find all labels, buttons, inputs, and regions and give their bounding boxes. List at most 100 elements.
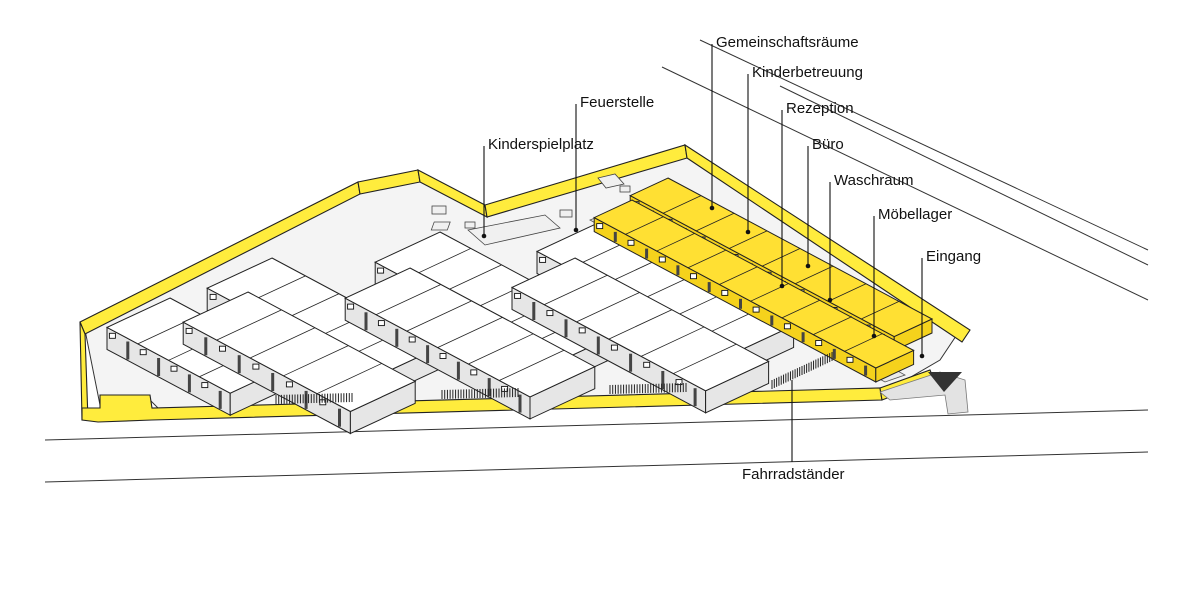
label-waschraum: Waschraum <box>834 172 914 189</box>
building-window <box>201 382 209 389</box>
building-window <box>690 273 697 280</box>
building-window <box>185 327 193 334</box>
building-door <box>157 358 161 376</box>
roof-seam <box>813 316 852 335</box>
building-window <box>377 267 385 274</box>
building-door <box>187 374 191 393</box>
building-door <box>629 353 633 372</box>
building-window <box>408 336 416 343</box>
roof-seam <box>468 333 534 365</box>
housing-row <box>182 291 417 435</box>
label-gemeinschaftsraeume: Gemeinschaftsräume <box>716 34 859 51</box>
roof-seam <box>861 301 900 320</box>
roof-seam <box>406 300 472 332</box>
label-feuerstelle: Feuerstelle <box>580 94 655 111</box>
roof-seam <box>316 363 382 395</box>
roof-seam <box>576 292 640 323</box>
building-door <box>518 394 522 413</box>
building-roof <box>182 291 417 413</box>
roof-seam <box>729 230 768 249</box>
roof-seam <box>544 274 608 305</box>
building-window <box>252 363 260 370</box>
roof-seam <box>828 283 867 302</box>
building-door <box>739 298 742 309</box>
building-door <box>204 337 208 356</box>
building-window <box>546 310 554 317</box>
roof-seam <box>762 248 801 267</box>
building-window <box>139 349 147 356</box>
building-window <box>721 289 729 296</box>
building-window <box>846 356 854 363</box>
building-door <box>426 345 430 364</box>
roof-seam <box>640 326 705 357</box>
building-window <box>610 344 618 351</box>
label-kinderspielplatz: Kinderspielplatz <box>488 136 594 153</box>
building-door <box>693 388 697 407</box>
building-door <box>676 265 680 276</box>
bike-rack-3 <box>609 383 687 394</box>
building-window <box>514 292 522 299</box>
building-door <box>532 302 536 320</box>
building-door <box>801 332 805 343</box>
building-window <box>643 361 651 368</box>
label-moebellager: Möbellager <box>878 206 953 223</box>
main-block-front <box>593 199 915 383</box>
roof-seam <box>216 309 282 341</box>
building-window <box>347 303 355 310</box>
roof-seam <box>719 266 758 285</box>
building-window <box>578 327 586 334</box>
building-door <box>661 371 665 389</box>
building-window <box>108 332 116 339</box>
building-door <box>237 355 241 374</box>
label-fahrradstaender: Fahrradständer <box>742 466 845 483</box>
roof-seam <box>795 265 834 285</box>
building-door <box>126 341 130 360</box>
main-building-block <box>593 177 934 383</box>
roof-seam <box>781 299 820 319</box>
building-door <box>218 390 222 409</box>
housing-row <box>510 257 770 414</box>
building-window <box>209 293 217 300</box>
roof-seam <box>283 345 349 377</box>
building-door <box>271 373 275 391</box>
building-window <box>596 223 604 230</box>
roof-seam <box>625 216 664 235</box>
building-door <box>770 315 774 326</box>
building-door <box>395 328 399 347</box>
building-window <box>219 345 226 352</box>
building-door <box>364 312 368 331</box>
building-window <box>170 365 178 372</box>
road-lines <box>44 39 1149 483</box>
roof-seam <box>437 316 503 348</box>
bike-rack-4 <box>771 352 833 389</box>
building-window <box>470 369 478 376</box>
roof-seam <box>375 284 441 316</box>
building-door <box>707 282 711 293</box>
bike-rack-1 <box>275 393 353 404</box>
building-door <box>864 365 868 376</box>
building-door <box>338 408 341 427</box>
fire-pit-area <box>597 173 631 193</box>
roof-seam <box>656 233 695 252</box>
building-window <box>285 381 293 388</box>
building-window <box>815 340 823 346</box>
label-eingang: Eingang <box>926 248 982 265</box>
building-door <box>645 248 649 259</box>
building-door <box>456 361 460 380</box>
bike-rack-2 <box>441 388 519 399</box>
building-door <box>487 378 491 397</box>
building-door <box>613 231 617 242</box>
roof-seam <box>673 343 737 374</box>
label-kinderbetreuung: Kinderbetreuung <box>752 64 863 81</box>
roof-seam <box>608 309 672 340</box>
building-window <box>439 353 447 359</box>
building-window <box>752 306 760 313</box>
bike-racks <box>275 352 833 404</box>
housing-rows <box>105 221 795 435</box>
building-window <box>539 256 547 263</box>
label-buero: Büro <box>812 136 844 153</box>
building-door <box>832 348 836 359</box>
building-window <box>783 323 791 330</box>
roof-seam <box>687 249 727 269</box>
